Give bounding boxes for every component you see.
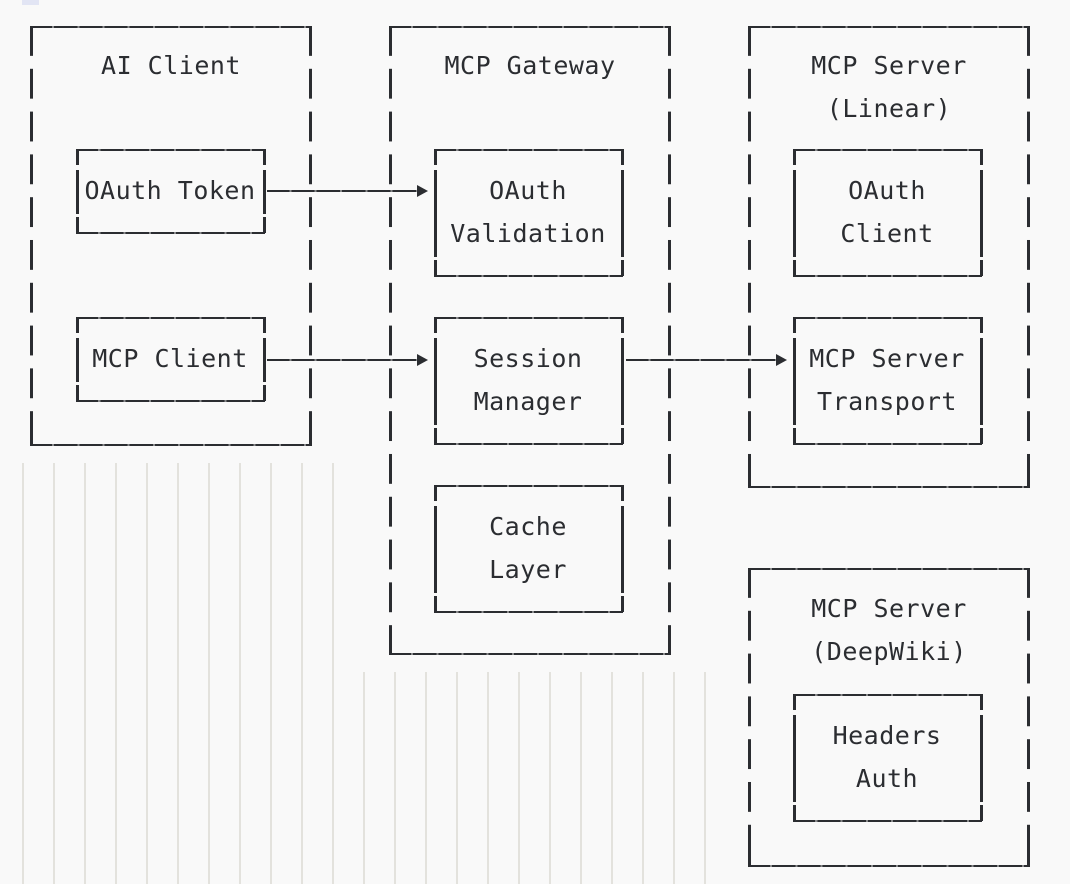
box-label-mcp-client: MCP Client — [92, 344, 248, 373]
box-label-oauth-validation-line1: OAuth — [489, 176, 567, 205]
panel-title-mcp-server-linear-line2: (Linear) — [826, 94, 952, 123]
box-label-oauth-client-line1: OAuth — [848, 176, 926, 205]
box-label-mcp-server-transport-line1: MCP Server — [809, 344, 965, 373]
selection-artifact — [22, 0, 39, 5]
panel-title-mcp-server-deepwiki-line2: (DeepWiki) — [811, 637, 967, 666]
box-label-cache-layer-line2: Layer — [489, 555, 567, 584]
box-label-oauth-validation-line2: Validation — [450, 219, 606, 248]
box-label-oauth-token: OAuth Token — [84, 176, 256, 205]
box-label-cache-layer-line1: Cache — [489, 512, 567, 541]
panel-title-mcp-server-deepwiki-line1: MCP Server — [811, 594, 967, 623]
box-label-session-manager-line1: Session — [473, 344, 583, 373]
box-label-headers-auth-line1: Headers — [832, 721, 942, 750]
panel-title-mcp-server-linear-line1: MCP Server — [811, 51, 967, 80]
panel-title-ai-client: AI Client — [101, 51, 241, 80]
box-label-mcp-server-transport-line2: Transport — [817, 387, 957, 416]
box-label-session-manager-line2: Manager — [473, 387, 583, 416]
panel-title-mcp-gateway: MCP Gateway — [444, 51, 616, 80]
box-label-headers-auth-line2: Auth — [855, 764, 919, 793]
box-label-oauth-client-line2: Client — [840, 219, 934, 248]
